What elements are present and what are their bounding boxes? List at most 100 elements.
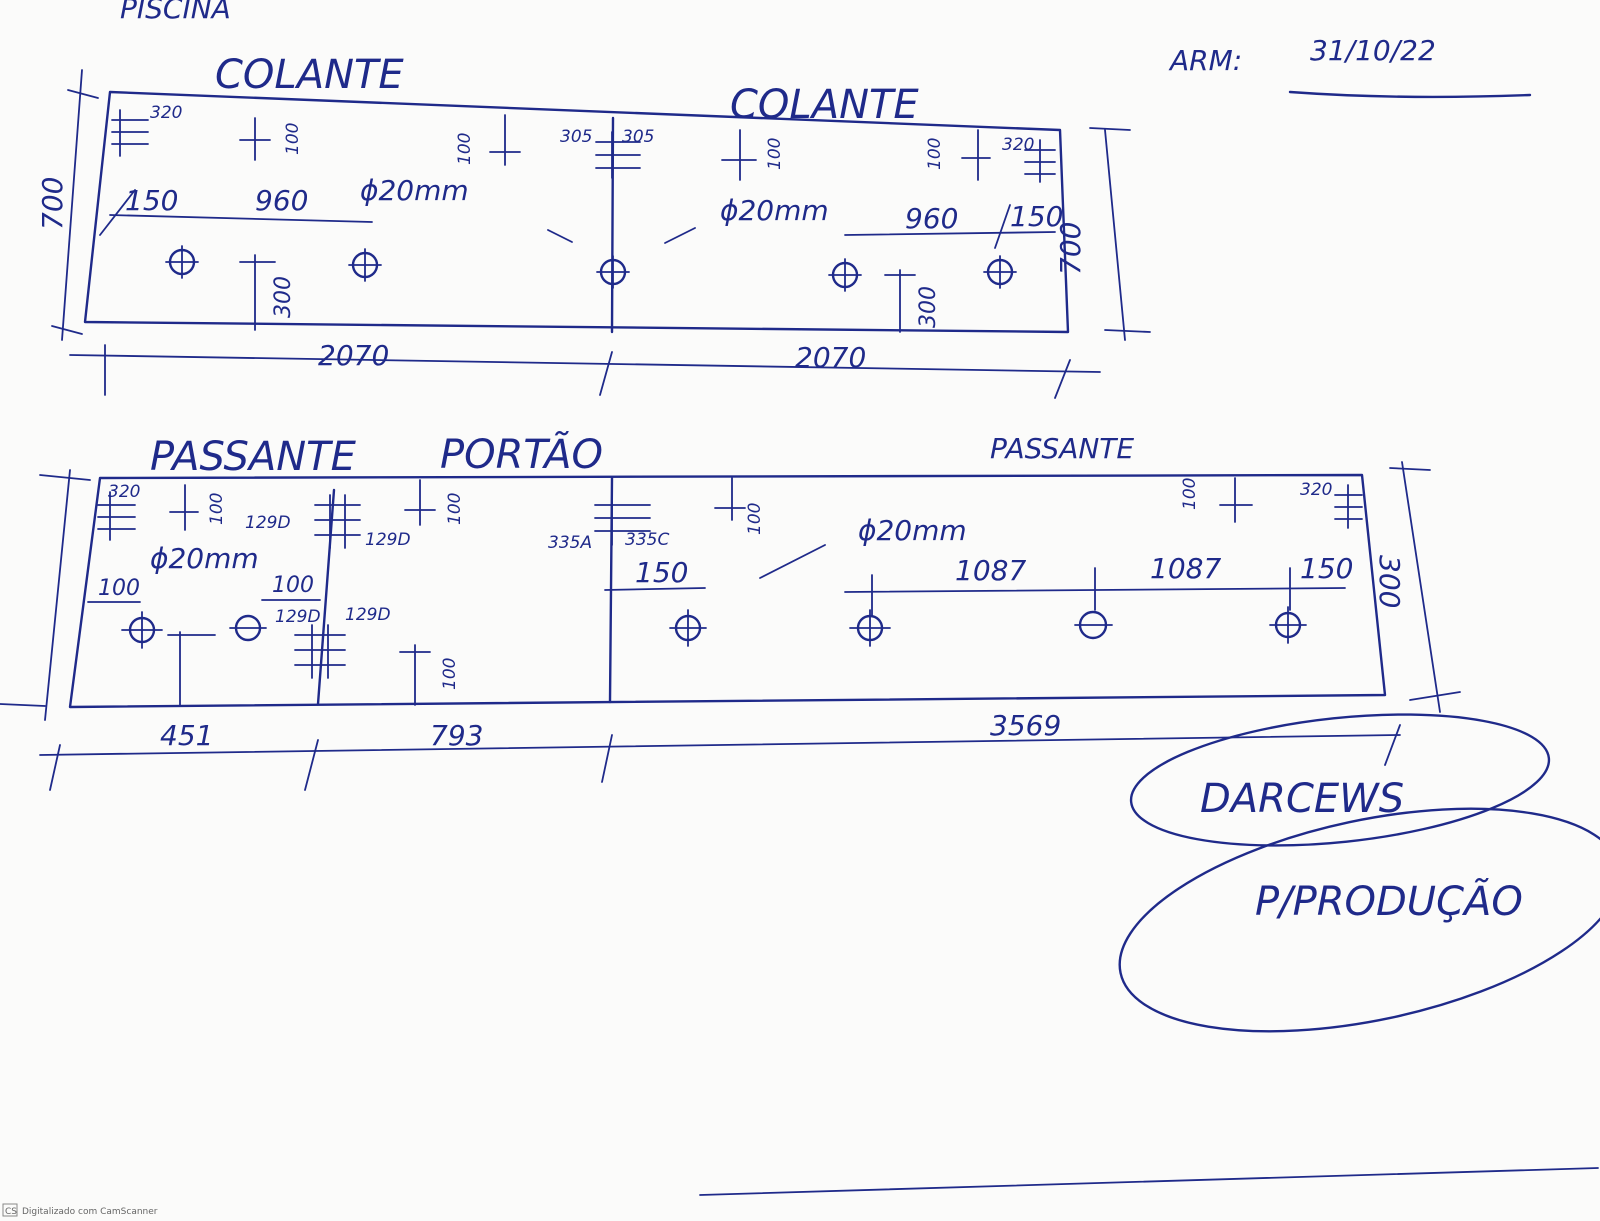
dim-marker bbox=[399, 644, 431, 706]
top-width-right: 2070 bbox=[795, 341, 866, 374]
dim-label: 100 bbox=[207, 493, 227, 525]
hinge-mark bbox=[594, 494, 651, 546]
bottom-height-line-right bbox=[1401, 461, 1441, 713]
tick bbox=[1384, 724, 1401, 766]
bottom-panel-divider-left bbox=[316, 488, 336, 706]
hinge-mark bbox=[1334, 484, 1363, 529]
dim-label: 129D bbox=[245, 513, 291, 533]
leader-line bbox=[547, 227, 696, 244]
dim-label: 100 bbox=[455, 133, 475, 165]
tick bbox=[1409, 691, 1461, 701]
hole bbox=[1269, 606, 1307, 644]
scanner-logo-box bbox=[2, 1203, 18, 1217]
hinge-mark bbox=[294, 624, 346, 679]
bottom-label-mid: PORTÃO bbox=[440, 430, 603, 478]
dim-label: 100 bbox=[272, 573, 314, 598]
dim-label: 1087 bbox=[1150, 552, 1221, 585]
date-underline bbox=[1288, 90, 1532, 99]
title-partial: PISCINA bbox=[120, 0, 231, 25]
dim-label: 335C bbox=[625, 530, 669, 550]
tick bbox=[871, 567, 1291, 616]
tick bbox=[1389, 467, 1431, 471]
dim-label: 129D bbox=[365, 530, 411, 550]
top-label-right: COLANTE bbox=[730, 82, 919, 128]
tick bbox=[51, 325, 83, 335]
dim-label: 150 bbox=[1010, 200, 1063, 233]
top-width-line bbox=[69, 354, 1101, 373]
date-label: ARM: bbox=[1168, 44, 1242, 77]
tick bbox=[599, 351, 613, 396]
dim-label: 300 bbox=[916, 286, 941, 328]
bottom-label-left: PASSANTE bbox=[150, 434, 357, 480]
hinge-mark bbox=[314, 494, 361, 549]
dim-label: 335A bbox=[548, 533, 592, 553]
hole bbox=[828, 258, 862, 292]
tick bbox=[49, 744, 61, 791]
dim-label: 150 bbox=[635, 556, 688, 589]
dim-label: 305 bbox=[560, 127, 592, 147]
hinge-mark bbox=[1024, 139, 1056, 183]
hole-spec-label: ϕ20mm bbox=[360, 174, 469, 207]
tick bbox=[67, 89, 99, 99]
stamp-note: P/PRODUÇÃO bbox=[1255, 877, 1523, 925]
dim-label: 100 bbox=[445, 493, 465, 525]
top-height-line-left bbox=[61, 69, 83, 341]
hole bbox=[229, 614, 267, 642]
bottom-panel-outline bbox=[68, 473, 1387, 709]
dim-label: 300 bbox=[271, 276, 296, 318]
bottom-label-right: PASSANTE bbox=[990, 432, 1134, 465]
dim-marker bbox=[1219, 477, 1253, 523]
dim-label: 320 bbox=[150, 103, 182, 123]
hole-dim-line bbox=[844, 231, 1056, 236]
dim-label: 129D bbox=[345, 605, 391, 625]
dim-label: 100 bbox=[440, 658, 460, 690]
dim-label: 320 bbox=[1300, 480, 1332, 500]
dim-label: 100 bbox=[283, 123, 303, 155]
dim-marker bbox=[961, 129, 991, 181]
dim-marker bbox=[489, 114, 521, 166]
dim-marker bbox=[169, 484, 199, 531]
tick bbox=[1104, 329, 1151, 333]
dim-label: 1087 bbox=[955, 554, 1026, 587]
tick bbox=[39, 474, 91, 481]
tick bbox=[0, 703, 46, 707]
dim-label: 129D bbox=[275, 607, 321, 627]
dim-marker bbox=[167, 631, 216, 706]
top-height-left: 700 bbox=[36, 177, 69, 230]
production-stamp: P/PRODUÇÃO bbox=[1118, 807, 1600, 1033]
tick bbox=[994, 204, 1011, 249]
dim-label: 100 bbox=[765, 138, 785, 170]
top-width-left: 2070 bbox=[318, 339, 389, 372]
bottom-width-2: 793 bbox=[430, 719, 483, 752]
hinge-mark bbox=[97, 491, 136, 541]
dim-label: 150 bbox=[1300, 552, 1353, 585]
dim-marker bbox=[404, 479, 436, 526]
hole bbox=[121, 611, 163, 649]
tick bbox=[304, 739, 319, 791]
hinge-mark bbox=[595, 131, 641, 179]
bottom-height-line-left bbox=[44, 469, 71, 721]
dim-label: 150 bbox=[125, 184, 178, 217]
signature-stamp: DARCEWS bbox=[1129, 713, 1551, 847]
dim-label: 960 bbox=[905, 202, 958, 235]
dim-label: 100 bbox=[98, 576, 140, 601]
hinge-mark bbox=[111, 109, 149, 157]
bottom-height-right: 300 bbox=[1373, 555, 1406, 608]
dim-label: 100 bbox=[1180, 478, 1200, 510]
dim-marker bbox=[714, 477, 746, 521]
bottom-width-3: 3569 bbox=[990, 709, 1061, 742]
tick bbox=[99, 189, 136, 236]
hole bbox=[983, 255, 1017, 289]
scanner-text: Digitalizado com CamScanner bbox=[22, 1207, 158, 1217]
tick bbox=[1054, 359, 1071, 399]
hole-dim-line bbox=[109, 214, 373, 223]
tick bbox=[601, 734, 613, 783]
tick bbox=[1089, 127, 1131, 131]
bottom-panel: PASSANTE PORTÃO PASSANTE 300 451 793 356… bbox=[0, 430, 1461, 791]
dim-marker bbox=[884, 269, 916, 333]
date-text: 31/10/22 bbox=[1310, 34, 1436, 67]
bottom-width-line bbox=[39, 734, 1401, 756]
top-label-left: COLANTE bbox=[215, 52, 404, 98]
hole-spec-label: ϕ20mm bbox=[858, 514, 967, 547]
